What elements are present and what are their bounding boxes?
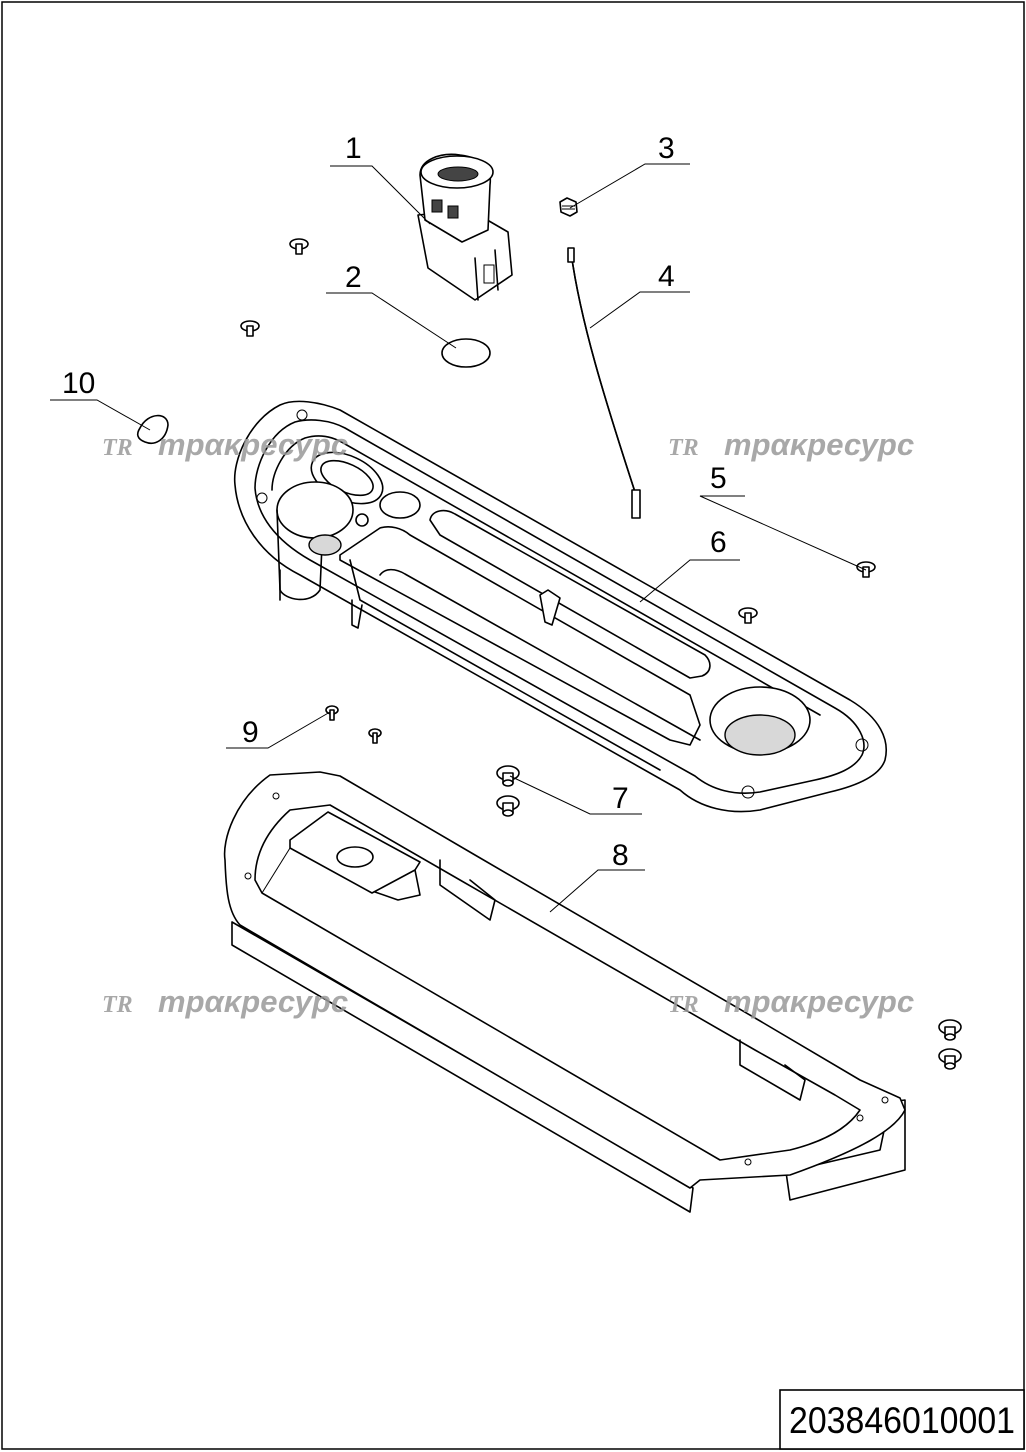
part-4-cable: [567, 247, 641, 519]
svg-text:TR: TR: [102, 992, 133, 1018]
svg-text:трακресурс: трακресурс: [724, 984, 914, 1019]
part-8-frame: [223, 771, 906, 1213]
svg-text:трακресурс: трακресурс: [158, 984, 348, 1019]
watermark-top-right: TR трακресурс: [668, 427, 914, 462]
part-7-clips: [496, 765, 962, 1070]
part-2-cover: [441, 338, 491, 368]
callout-4: 4: [658, 260, 675, 293]
callout-10: 10: [62, 367, 95, 400]
callout-8: 8: [612, 839, 629, 872]
watermark-top-left: TR трακресурс: [102, 427, 348, 462]
watermark-bottom-left: TR трακресурс: [102, 984, 348, 1019]
callout-9: 9: [242, 716, 259, 749]
part-1-switch: [417, 153, 513, 301]
drawing-number: 203846010001: [789, 1400, 1015, 1441]
callout-7: 7: [612, 782, 629, 815]
drawing-number-box: [779, 1389, 1025, 1450]
fastener-screw: [240, 238, 876, 744]
callout-5: 5: [710, 462, 727, 495]
callout-3: 3: [658, 132, 675, 165]
watermark-bottom-right: TR трακресурс: [668, 984, 914, 1019]
leader-lines: [50, 163, 867, 913]
svg-text:TR: TR: [668, 992, 699, 1018]
part-3-nut: [559, 197, 578, 217]
svg-text:TR: TR: [102, 435, 133, 461]
callout-6: 6: [710, 526, 727, 559]
part-6-housing: [233, 400, 887, 813]
part-10-cap: [136, 414, 169, 444]
svg-text:трακресурс: трακресурс: [724, 427, 914, 462]
callout-labels: 1 2 3 4 5 6 7 8 9 10: [62, 132, 727, 872]
svg-text:TR: TR: [668, 435, 699, 461]
svg-text:трακресурс: трακресурс: [158, 427, 348, 462]
callout-2: 2: [345, 261, 362, 294]
callout-1: 1: [345, 132, 362, 165]
